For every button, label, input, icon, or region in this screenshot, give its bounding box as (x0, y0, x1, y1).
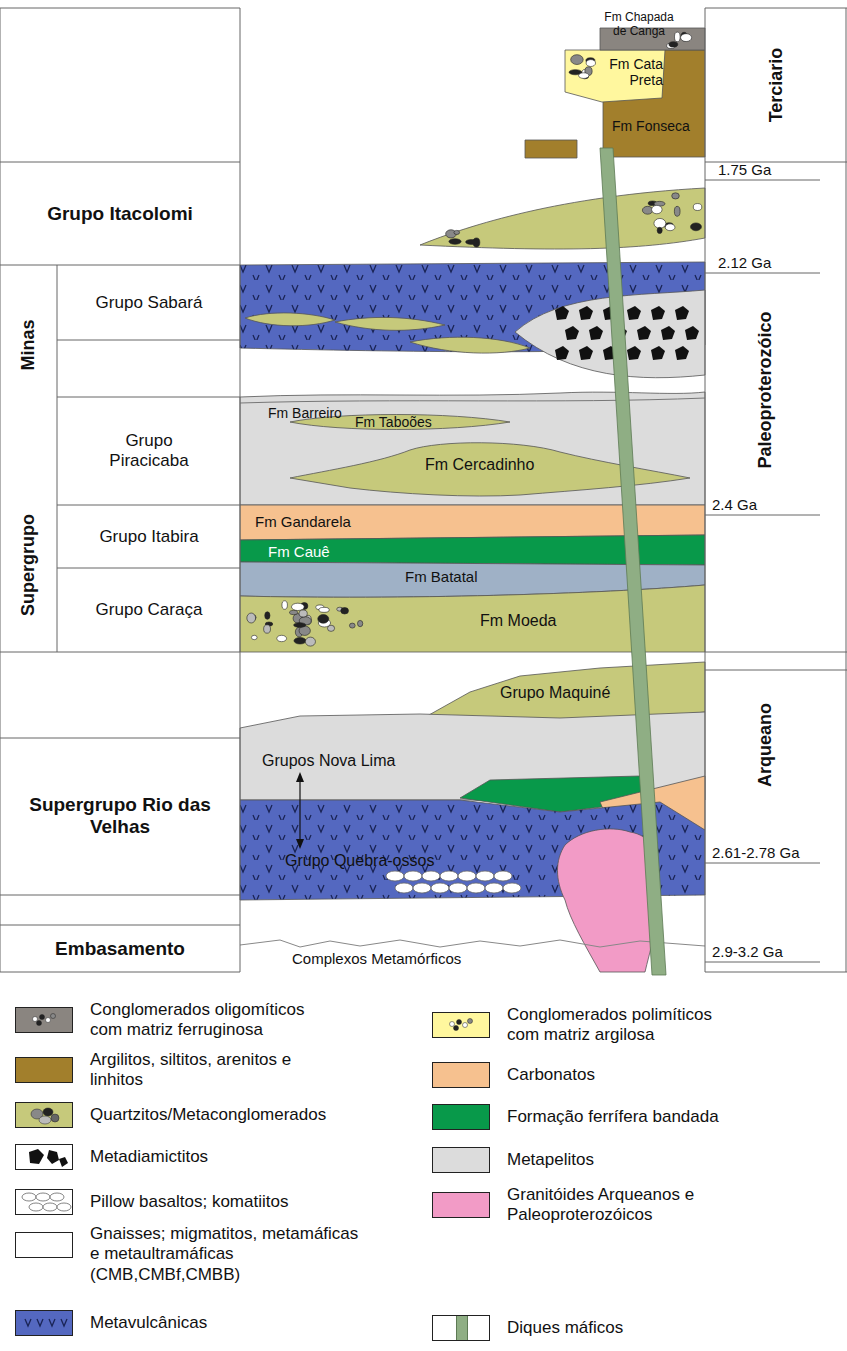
formation-label: Fm Cercadinho (425, 456, 534, 474)
legend-swatch (15, 1102, 73, 1128)
argillite-small (525, 140, 577, 158)
swatch-pattern (432, 1012, 490, 1038)
cata-preta-pebbles (569, 55, 595, 79)
strata (240, 28, 705, 975)
itacolomi-pebbles-2 (446, 230, 480, 247)
moeda-pebbles (247, 601, 363, 646)
legend-text: Diques máficos (507, 1318, 837, 1338)
column-cell: Grupo Piracicaba (57, 397, 240, 505)
legend-text: Metavulcânicas (90, 1313, 420, 1333)
legend-text: Metapelitos (507, 1150, 837, 1170)
formation-label: Fm Cata Preta (603, 56, 663, 88)
legend-swatch (432, 1012, 490, 1038)
legend-swatch (15, 1189, 73, 1215)
formation-label: Fm Batatal (405, 568, 478, 585)
table-lines (0, 8, 847, 972)
unit-name: Paleoproterozóico (755, 311, 776, 468)
unit-name: Grupo Caraça (96, 600, 203, 620)
quartzite-lens-2 (335, 317, 445, 330)
column-cell: Grupo Itabira (57, 505, 240, 568)
formation-label: Fm Fonseca (612, 118, 702, 134)
formation-label: Fm Barreiro (268, 405, 342, 421)
column-cell: Supergrupo Rio das Velhas (0, 738, 240, 895)
barreiro-contact (240, 398, 705, 403)
formation-label: Grupos Nova Lima (262, 752, 395, 770)
legend-text: Gnaisses; migmatitos, metamáficas e meta… (90, 1224, 360, 1285)
formation-label: Fm Taboões (355, 414, 432, 430)
column-cell: Grupo Caraça (57, 568, 240, 652)
unit-name: Supergrupo Rio das Velhas (20, 794, 220, 838)
legend-swatch (15, 1232, 73, 1258)
diamictite-clasts (555, 306, 699, 360)
column-cell: Terciario (705, 8, 847, 162)
legend-text: Metadiamictitos (90, 1147, 420, 1167)
canga-pebbles (667, 32, 692, 48)
argillite-fonseca (603, 50, 705, 157)
formation-label: 1.75 Ga (718, 161, 771, 178)
swatch-pattern (15, 1310, 73, 1336)
legend-text: Formação ferrífera bandada (507, 1107, 837, 1127)
quartzite-itacolomi (420, 188, 705, 249)
unit-name: Minas (18, 319, 39, 370)
swatch-pattern (15, 1102, 73, 1128)
legend-swatch (15, 1310, 73, 1336)
unit-name: Arqueano (755, 703, 776, 787)
formation-label: 2.9-3.2 Ga (712, 943, 783, 960)
unit-name: Grupo Sabará (96, 293, 203, 313)
unit-name: Grupo Itabira (99, 527, 198, 547)
legend-text: Conglomerados oligomíticos com matriz fe… (90, 1000, 330, 1041)
swatch-pattern (15, 1007, 73, 1033)
polymictic-cata-preta (565, 50, 665, 102)
legend-swatch (15, 1144, 73, 1170)
itacolomi-pebbles (642, 193, 701, 234)
legend-text: Carbonatos (507, 1065, 837, 1085)
thickness-arrow (296, 772, 304, 849)
legend-swatch (15, 1007, 73, 1033)
formation-label: Grupo Maquiné (500, 684, 610, 702)
legend-swatch (432, 1315, 490, 1341)
metapelite-piracicaba (240, 392, 705, 505)
formation-label: Fm Moeda (480, 612, 556, 630)
pillow-basalts (386, 871, 521, 893)
formation-label: 2.4 Ga (712, 496, 757, 513)
formation-label: Complexos Metamórficos (292, 950, 461, 967)
quartzite-lens-1 (245, 313, 335, 326)
legend-swatch (432, 1062, 490, 1088)
unit-name: Embasamento (55, 938, 185, 960)
unit-name: Grupo Itacolomi (47, 203, 193, 225)
legend-text: Quartzitos/Metaconglomerados (90, 1105, 420, 1125)
legend-swatch (15, 1057, 73, 1083)
unit-name: Supergrupo (18, 514, 39, 616)
column-cell: Paleoproterozóico (705, 162, 847, 652)
column-cell: Grupo Sabará (57, 265, 240, 340)
formation-label: Fm Cauê (268, 543, 330, 560)
unit-name: Terciario (766, 48, 787, 123)
dike-bar (456, 1316, 468, 1341)
formation-label: Fm Gandarela (255, 513, 351, 530)
unit-name: Grupo Piracicaba (89, 431, 209, 470)
basement-contact (240, 940, 705, 947)
formation-label: 2.12 Ga (718, 254, 771, 271)
mafic-dike (600, 148, 666, 975)
column-cell: Arqueano (705, 670, 847, 972)
quartzite-lens-3 (410, 337, 530, 353)
legend-swatch (432, 1147, 490, 1173)
legend-swatch (432, 1192, 490, 1218)
legend-swatch (432, 1104, 490, 1130)
column-cell: Supergrupo Minas (0, 265, 57, 652)
swatch-pattern (15, 1189, 73, 1215)
column-cell: Grupo Itacolomi (0, 162, 240, 265)
legend-text: Pillow basaltos; komatiitos (90, 1192, 420, 1212)
formation-label: 2.61-2.78 Ga (712, 844, 800, 861)
legend-text: Conglomerados polimíticos com matriz arg… (507, 1005, 747, 1046)
formation-label: Grupo Quebra-ossos (285, 852, 434, 870)
swatch-pattern (15, 1144, 73, 1170)
legend-text: Argilitos, siltitos, arenitos e linhitos (90, 1050, 330, 1091)
column-cell: Embasamento (0, 925, 240, 972)
formation-label: Fm Chapada de Canga (603, 11, 675, 39)
legend-text: Granitóides Arqueanos e Paleoproterozóic… (507, 1185, 727, 1226)
